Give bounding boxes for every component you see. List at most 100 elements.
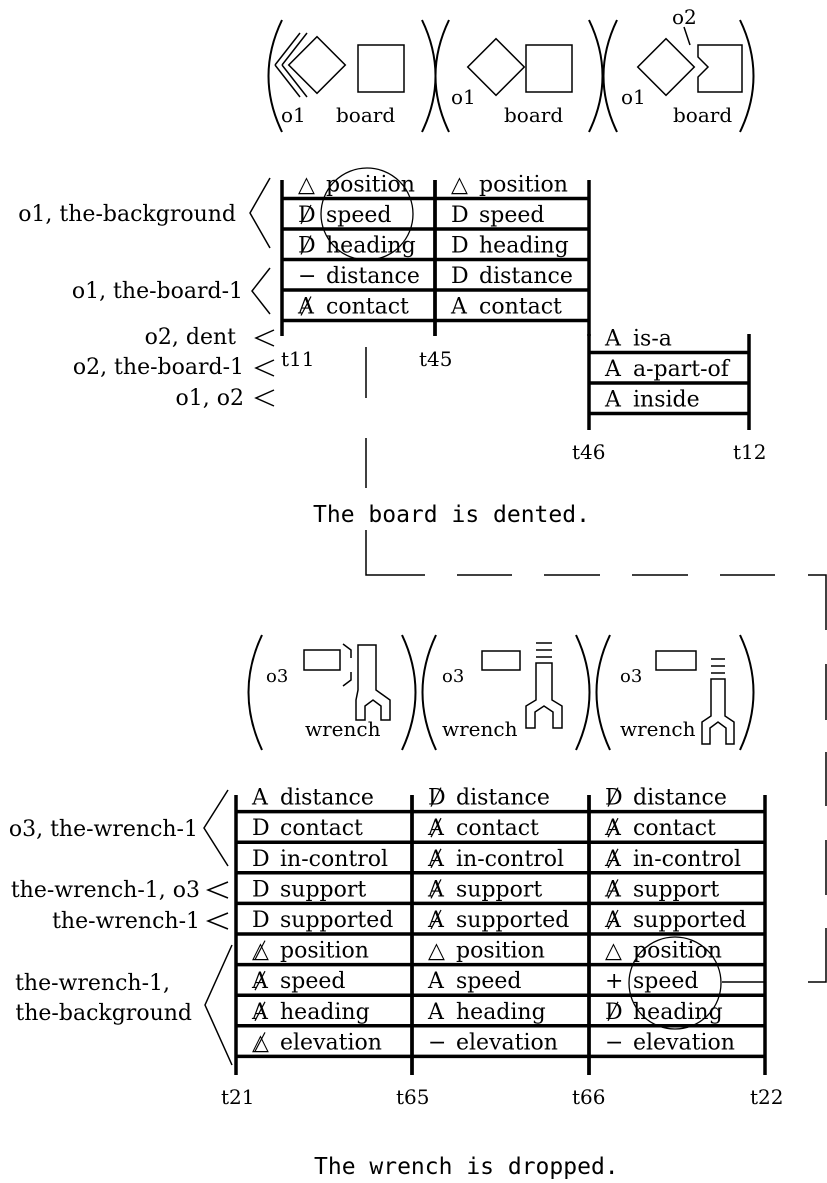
- frame-obj-label: o1: [621, 85, 646, 109]
- time-label: t11: [281, 347, 315, 371]
- cell-mark: D: [605, 786, 623, 811]
- cell-attribute: distance: [456, 786, 550, 811]
- frame-tool-label: wrench: [620, 717, 696, 741]
- cell-mark: A: [251, 786, 269, 811]
- cell-attribute: contact: [456, 816, 539, 841]
- cell-attribute: speed: [326, 203, 392, 228]
- cell-attribute: position: [456, 939, 545, 964]
- top-table: △positionDspeedDheading−distanceAcontact…: [280, 173, 751, 430]
- cell-attribute: position: [326, 173, 415, 198]
- cell-mark: △: [298, 173, 315, 198]
- frame-extra-label: o2: [672, 5, 697, 29]
- row-label: o2, dent: [145, 325, 237, 350]
- cell-attribute: speed: [280, 969, 346, 994]
- cell-attribute: heading: [633, 1000, 723, 1025]
- diamond-o1-shape: [636, 37, 696, 97]
- row-label: o1, the-board-1: [72, 279, 243, 304]
- cell-attribute: in-control: [633, 847, 741, 872]
- bottom-frame-3: o3 wrench: [595, 634, 755, 751]
- diamond-o1-shape: [287, 35, 347, 95]
- frame-board-label: board: [336, 103, 395, 127]
- row-label: the-wrench-1,: [15, 971, 170, 996]
- o3-block-shape: [655, 650, 697, 671]
- cell-attribute: distance: [326, 264, 420, 289]
- cell-attribute: inside: [633, 388, 700, 413]
- row-label: the-wrench-1, o3: [11, 878, 200, 903]
- cell-mark: △: [428, 939, 445, 964]
- cell-mark: D: [298, 234, 316, 259]
- top-left-labels: o1, the-background o1, the-board-1 o2, d…: [18, 177, 275, 411]
- cell-attribute: elevation: [633, 1030, 735, 1055]
- frame-obj-label: o1: [451, 85, 476, 109]
- cell-attribute: heading: [456, 1000, 546, 1025]
- cell-attribute: contact: [326, 295, 409, 320]
- cell-attribute: in-control: [280, 847, 388, 872]
- diamond-o1-shape: [466, 37, 526, 97]
- bottom-caption: The wrench is dropped.: [314, 1154, 619, 1180]
- cell-attribute: position: [633, 939, 722, 964]
- cell-attribute: contact: [633, 816, 716, 841]
- cell-attribute: supported: [456, 908, 569, 933]
- cell-attribute: contact: [280, 816, 363, 841]
- cell-attribute: supported: [280, 908, 393, 933]
- highlight-circle: [628, 936, 722, 1030]
- frame-obj-label: o3: [266, 666, 288, 687]
- cell-attribute: supported: [633, 908, 746, 933]
- o3-block-shape: [303, 649, 341, 671]
- cell-attribute: support: [280, 877, 366, 902]
- row-label: o1, o2: [176, 386, 244, 411]
- cell-mark: △: [451, 173, 468, 198]
- frame-tool-label: wrench: [305, 717, 381, 741]
- cell-attribute: contact: [479, 295, 562, 320]
- cell-mark: D: [605, 1000, 623, 1025]
- board-square-shape: [525, 44, 573, 93]
- frame-board-label: board: [504, 103, 563, 127]
- cell-mark: D: [428, 786, 446, 811]
- cell-attribute: distance: [280, 786, 374, 811]
- bottom-time-labels: t21 t65 t66 t22: [221, 1085, 784, 1109]
- cell-mark: +: [605, 969, 623, 994]
- frame-tool-label: wrench: [442, 717, 518, 741]
- top-frame-1: o1 board: [267, 19, 437, 133]
- board-square-shape: [357, 44, 405, 93]
- cell-attribute: in-control: [456, 847, 564, 872]
- row-label: the-background: [15, 1001, 192, 1026]
- row-label: o3, the-wrench-1: [9, 817, 198, 842]
- wrench-icon: [525, 662, 563, 729]
- wrench-icon: [355, 644, 391, 721]
- cell-mark: −: [428, 1030, 446, 1055]
- cell-mark: D: [252, 908, 270, 933]
- cell-mark: A: [427, 969, 445, 994]
- cell-mark: D: [451, 203, 469, 228]
- cell-mark: D: [451, 234, 469, 259]
- cell-attribute: elevation: [456, 1030, 558, 1055]
- frame-board-label: board: [673, 103, 732, 127]
- time-label: t21: [221, 1085, 255, 1109]
- cell-mark: D: [451, 264, 469, 289]
- time-label: t45: [419, 347, 453, 371]
- cell-mark: −: [298, 264, 316, 289]
- cell-mark: △: [605, 939, 622, 964]
- cell-mark: D: [298, 203, 316, 228]
- dashed-connector: [365, 347, 827, 983]
- motion-lines-icon: [274, 32, 308, 98]
- cell-attribute: a-part-of: [633, 357, 731, 382]
- frame-obj-label: o3: [442, 666, 464, 687]
- cell-mark: △: [252, 939, 269, 964]
- cell-mark: △: [252, 1030, 269, 1055]
- cell-attribute: position: [280, 939, 369, 964]
- cell-attribute: distance: [633, 786, 727, 811]
- cell-mark: A: [427, 1000, 445, 1025]
- cell-attribute: position: [479, 173, 568, 198]
- time-label: t22: [750, 1085, 784, 1109]
- cell-attribute: support: [633, 877, 719, 902]
- cell-mark: A: [604, 357, 622, 382]
- cell-attribute: heading: [280, 1000, 370, 1025]
- cell-attribute: support: [456, 877, 542, 902]
- cell-attribute: heading: [479, 234, 569, 259]
- frame-obj-label: o3: [620, 666, 642, 687]
- bottom-left-labels: o3, the-wrench-1 the-wrench-1, o3 the-wr…: [9, 789, 233, 1066]
- cell-attribute: distance: [479, 264, 573, 289]
